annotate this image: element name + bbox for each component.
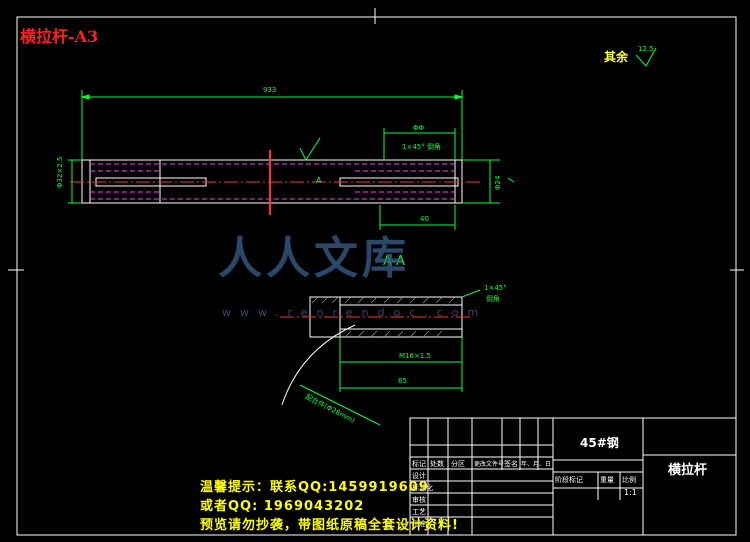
chamfer-sub: 倒角 bbox=[486, 295, 500, 303]
left-dia-label: Φ32×2.5 bbox=[56, 156, 64, 188]
surface-rest-label: 其余 bbox=[604, 50, 629, 64]
thread-note: 1×45° 倒角 bbox=[402, 143, 441, 151]
tb-col-4: 签名 bbox=[504, 460, 518, 468]
dim-40-label: 40 bbox=[420, 215, 429, 223]
center-lines bbox=[70, 150, 480, 215]
tb-right-1: 重量 bbox=[600, 476, 614, 484]
part-name: 横拉杆 bbox=[668, 463, 708, 478]
section-title: A-A bbox=[383, 254, 405, 269]
dim-65-label: 65 bbox=[398, 377, 407, 385]
tb-row-0: 设计 bbox=[412, 472, 426, 480]
surface-rest-value: 12.5 bbox=[638, 45, 654, 53]
notice-line-1: 温馨提示：联系QQ:1459919609 bbox=[200, 480, 429, 495]
tb-row-2: 审核 bbox=[412, 496, 426, 504]
tb-col-2: 分区 bbox=[451, 460, 465, 468]
hatching bbox=[311, 296, 456, 338]
material-label: 45#钢 bbox=[580, 436, 619, 450]
arc-line bbox=[281, 324, 356, 406]
tb-row-3: 工艺 bbox=[412, 508, 426, 516]
title-block bbox=[409, 417, 737, 536]
tb-col-5: 年、月、日 bbox=[521, 461, 552, 468]
hidden-lines bbox=[90, 163, 455, 200]
section-marker-a: A bbox=[316, 176, 322, 185]
right-dia-label: Φ24 bbox=[494, 175, 502, 190]
notice-line-2: 或者QQ: 1969043202 bbox=[200, 499, 365, 514]
chamfer-note: 1×45° bbox=[484, 284, 507, 292]
tb-row-1: 标准化 bbox=[412, 484, 433, 492]
scale-value: 1:1 bbox=[624, 488, 637, 497]
length-dim-label: 933 bbox=[263, 86, 277, 94]
right-dimensions bbox=[68, 128, 515, 230]
tb-right-2: 比例 bbox=[622, 476, 636, 484]
notice-line-3: 预览请勿抄袭，带图纸原稿全套设计资料! bbox=[200, 518, 459, 533]
dim-m-label: M16×1.5 bbox=[399, 352, 431, 360]
drawing-title: 横拉杆-A3 bbox=[20, 27, 99, 46]
length-dimension bbox=[80, 90, 464, 160]
tb-col-3: 更改文件号 bbox=[474, 461, 505, 468]
tb-row-4: 批准 bbox=[412, 520, 426, 528]
dim-d-label: ΦΦ bbox=[413, 124, 425, 132]
drawing-border bbox=[16, 16, 737, 536]
tb-col-0: 标记 bbox=[412, 460, 426, 468]
section-dimensions bbox=[299, 289, 481, 426]
tb-col-1: 处数 bbox=[430, 460, 444, 468]
tb-right-0: 阶段标记 bbox=[555, 476, 583, 484]
watermark-url: www.renrendoc.com bbox=[222, 306, 488, 319]
watermark-text: 人人文库 bbox=[218, 233, 410, 284]
